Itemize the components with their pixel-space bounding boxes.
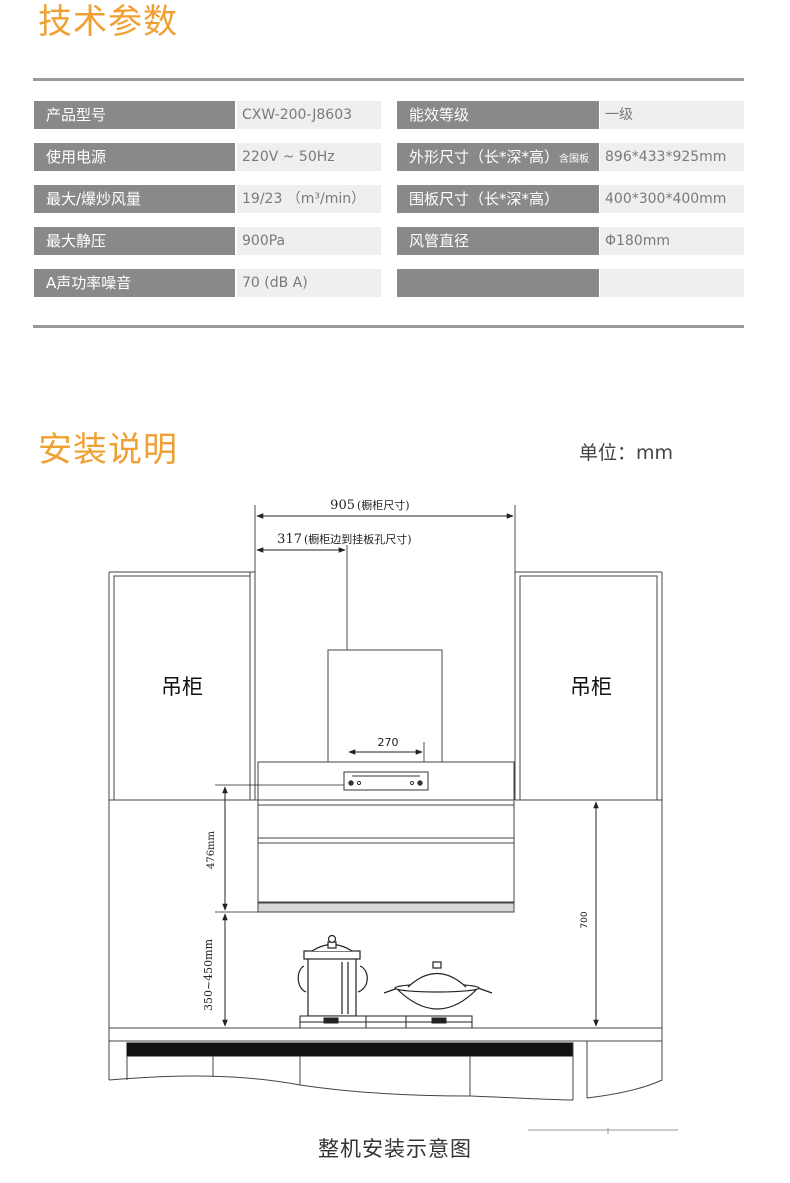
specs-top-rule <box>33 78 744 81</box>
spec-label: 外形尺寸（长*深*高）含围板 <box>397 143 599 171</box>
wall-cabinet-right <box>514 572 658 801</box>
spec-label: 围板尺寸（长*深*高） <box>397 185 599 213</box>
spec-label: 使用电源 <box>34 143 235 171</box>
base-cabinet <box>108 1027 663 1101</box>
spec-label: A声功率噪音 <box>34 269 235 297</box>
dimension-total <box>254 505 516 572</box>
spec-label-note: 含围板 <box>559 154 590 165</box>
spec-label: 能效等级 <box>397 101 599 129</box>
dimension-offset-value: 317 <box>277 532 302 547</box>
spec-value: 400*300*400mm <box>600 185 744 213</box>
wok <box>383 961 493 1010</box>
spec-value: 70 (dB A) <box>237 269 381 297</box>
spec-value: 19/23 （m³/min） <box>237 185 381 213</box>
cabinet-right-label: 吊柜 <box>570 675 612 699</box>
dimension-cabinet-gap: 700 <box>580 911 590 928</box>
gas-hob <box>299 1015 473 1029</box>
dimension-bracket-value: 270 <box>378 736 399 749</box>
range-hood <box>257 761 515 913</box>
stock-pot <box>297 934 368 1017</box>
diagram-caption: 整机安装示意图 <box>318 1137 472 1161</box>
spec-value: 896*433*925mm <box>600 143 744 171</box>
dimension-left <box>215 784 344 1027</box>
cabinet-left-label: 吊柜 <box>161 675 203 699</box>
chimney-cover <box>327 649 443 763</box>
installation-diagram: 吊柜 吊柜 905 (橱柜尺寸) 317 (橱柜边到挂板孔尺寸) 270 <box>108 498 678 1134</box>
dimension-total-note: (橱柜尺寸) <box>357 498 410 512</box>
spec-value: 220V ~ 50Hz <box>237 143 381 171</box>
wall-cabinet-left <box>113 572 256 801</box>
dimension-hob-gap: 350~450mm <box>202 938 215 1011</box>
spec-label-main: 外形尺寸（长*深*高） <box>409 148 560 166</box>
spec-label: 最大/爆炒风量 <box>34 185 235 213</box>
spec-value: Φ180mm <box>600 227 744 255</box>
install-title: 安装说明 <box>38 430 178 470</box>
dimension-offset-note: (橱柜边到挂板孔尺寸) <box>304 532 412 546</box>
spec-label: 最大静压 <box>34 227 235 255</box>
spec-value: CXW-200-J8603 <box>237 101 381 129</box>
mounting-bracket <box>343 771 429 791</box>
dimension-hood-height: 476mm <box>206 830 217 869</box>
dimension-total-value: 905 <box>330 498 355 513</box>
spec-value: 900Pa <box>237 227 381 255</box>
spec-value <box>600 269 744 297</box>
decorative-line <box>528 1128 678 1134</box>
spec-label <box>397 269 599 297</box>
specs-title: 技术参数 <box>38 2 178 42</box>
spec-label: 产品型号 <box>34 101 235 129</box>
specs-bottom-rule <box>33 325 744 328</box>
spec-value: 一级 <box>600 101 744 129</box>
unit-label: 单位：mm <box>579 442 674 464</box>
spec-label: 风管直径 <box>397 227 599 255</box>
